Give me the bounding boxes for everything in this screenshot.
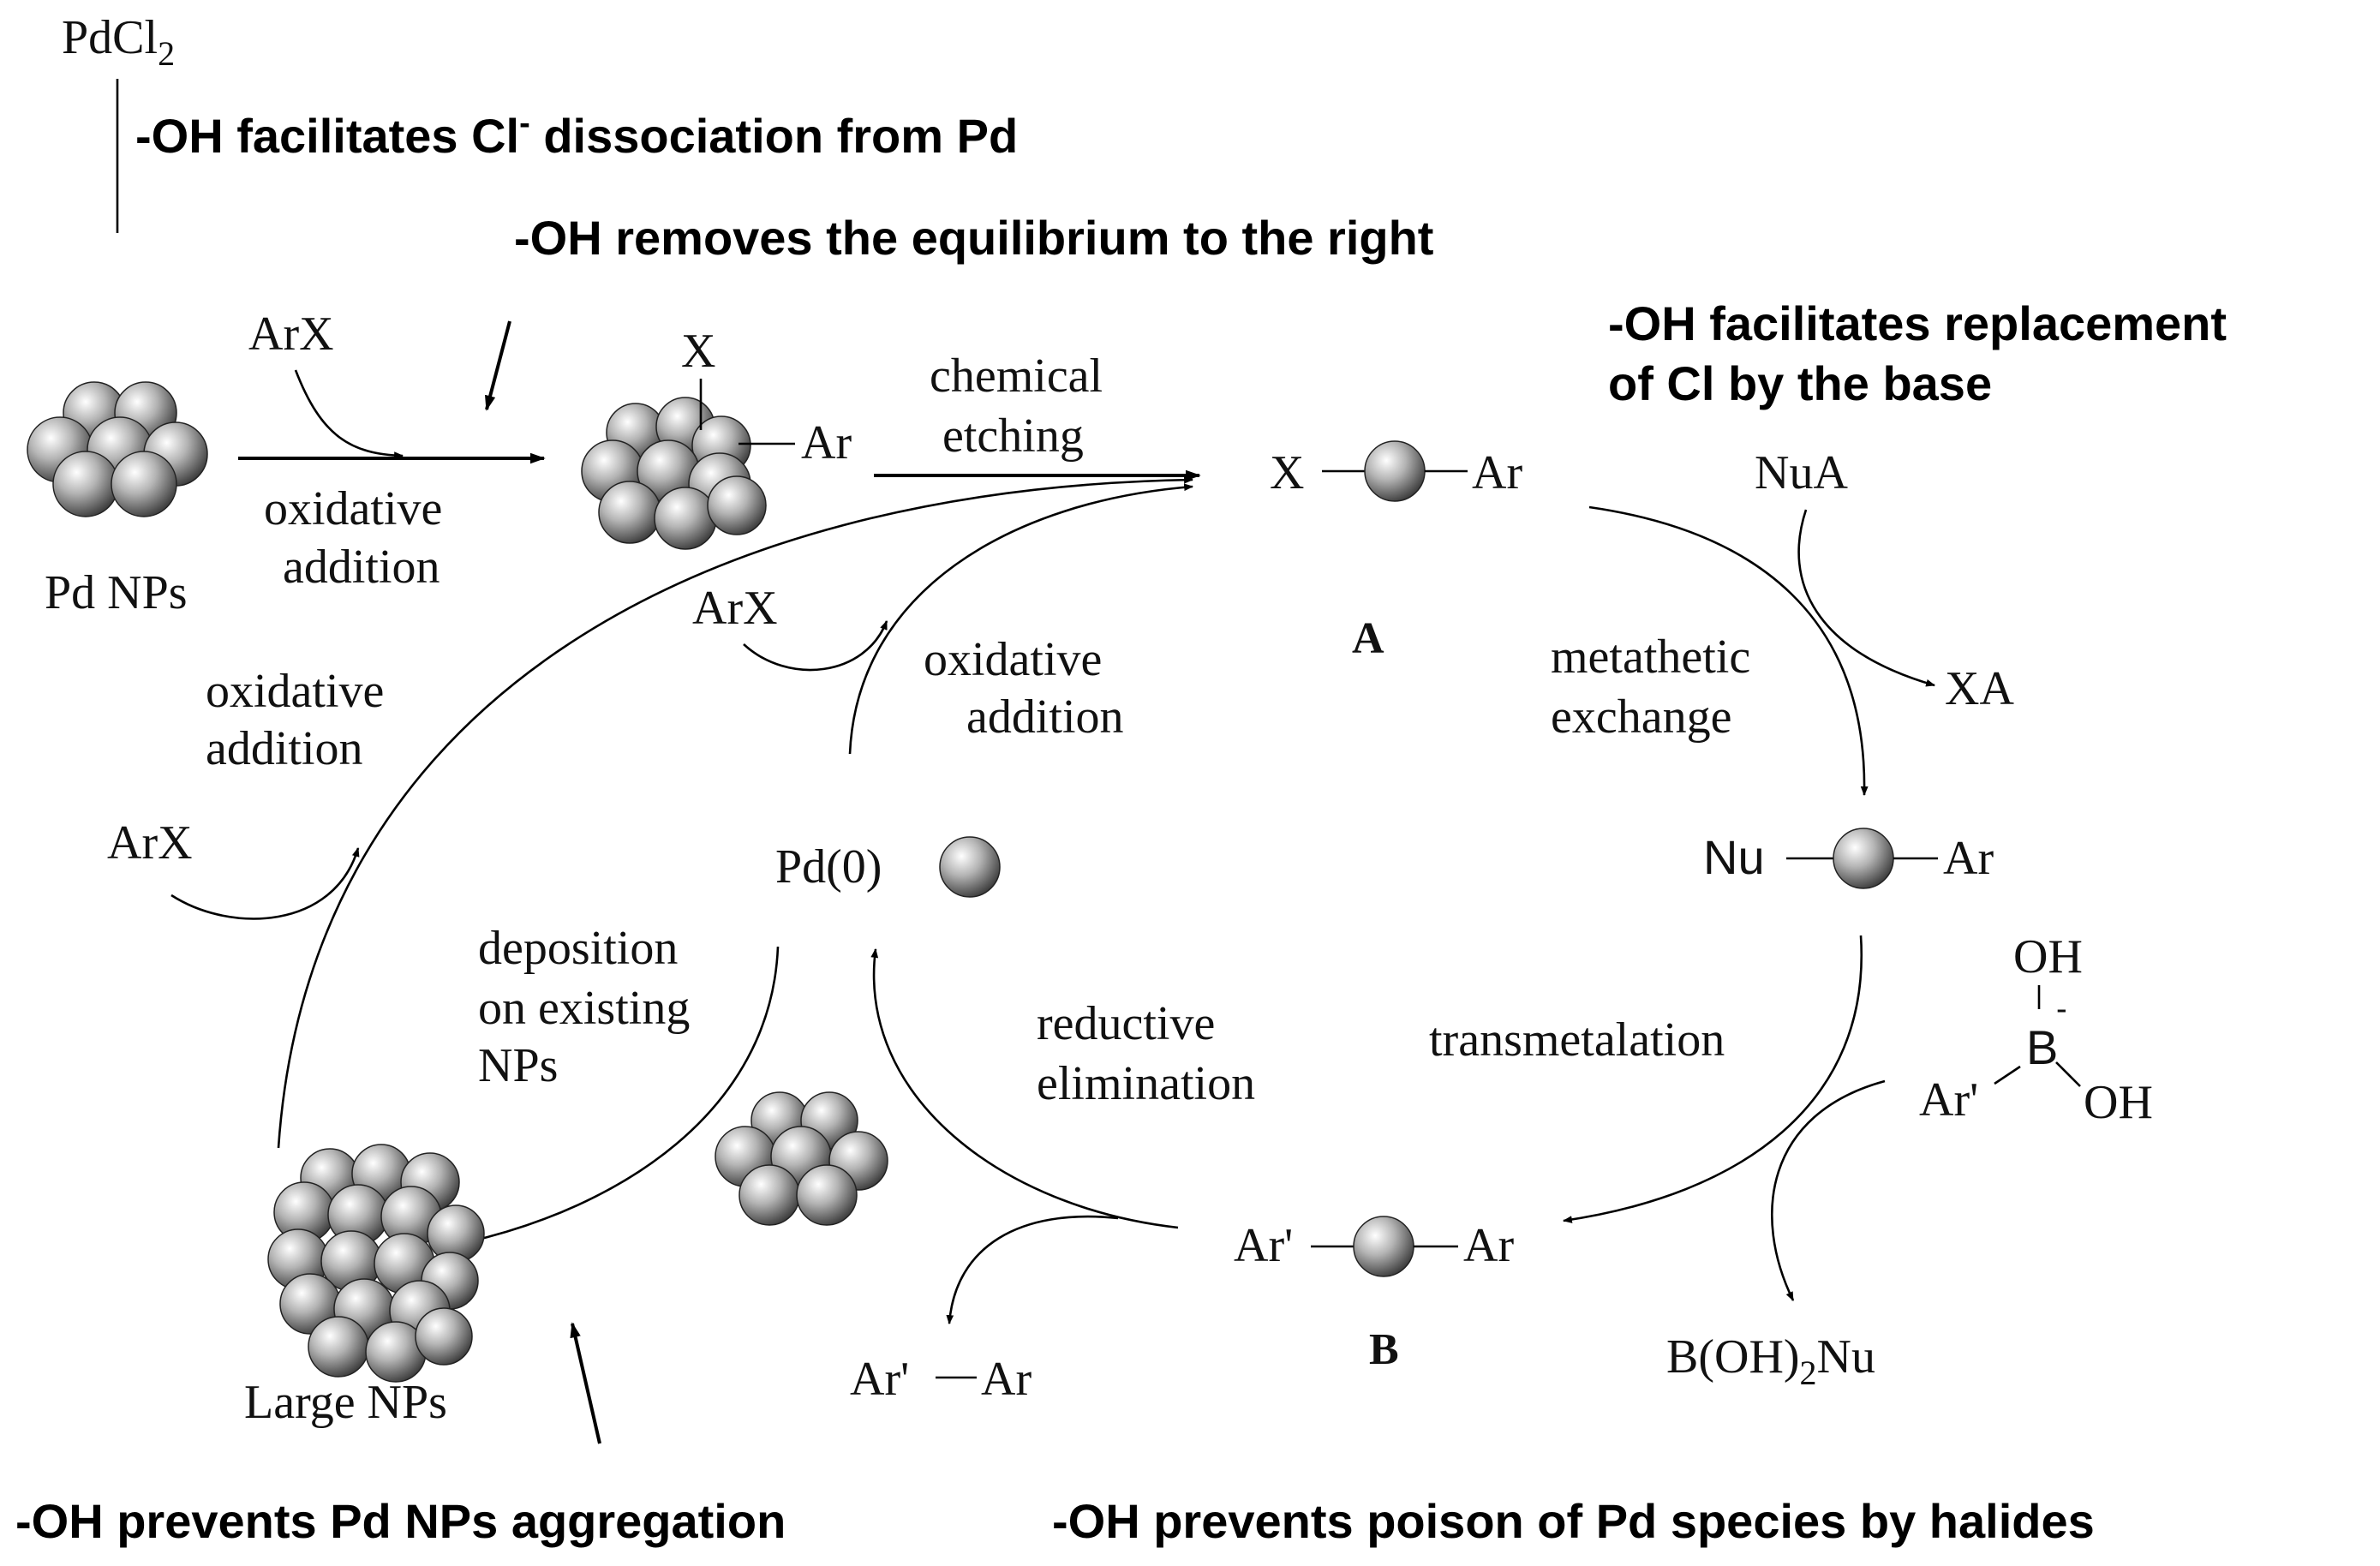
reductive-elimination-arrow bbox=[870, 947, 1179, 1229]
a-ar-label: Ar bbox=[1472, 446, 1522, 499]
step-etching: etching bbox=[942, 409, 1084, 463]
large-nps-label: Large NPs bbox=[244, 1376, 447, 1429]
label-a: A bbox=[1352, 614, 1384, 663]
small-np-cluster-icon bbox=[715, 1091, 888, 1226]
nu-ar-label: Ar bbox=[1943, 832, 1994, 885]
metathetic-exchange-arrow bbox=[1588, 505, 1869, 797]
arx-arrow-1 bbox=[294, 369, 404, 460]
pd0-atom-icon bbox=[939, 836, 1001, 898]
a-x-label: X bbox=[1270, 446, 1304, 499]
deposition-arrow bbox=[465, 946, 780, 1245]
pdcl2-label: PdCl2 bbox=[62, 11, 175, 73]
product-arprime: Ar' bbox=[850, 1353, 909, 1406]
step-exchange: exchange bbox=[1551, 690, 1731, 744]
boronic-oh-top: OH bbox=[2013, 930, 2083, 983]
step-addition-1: addition bbox=[283, 541, 440, 594]
pd-atom-nu-icon bbox=[1833, 828, 1894, 889]
pd0-label: Pd(0) bbox=[775, 840, 882, 894]
arx-reagent-1: ArX bbox=[248, 308, 334, 361]
b-arprime-label: Ar' bbox=[1234, 1219, 1293, 1272]
pd-cluster-surface-icon bbox=[581, 397, 767, 550]
step-oxidative-2: oxidative bbox=[924, 633, 1102, 686]
large-nps-cluster-icon bbox=[267, 1144, 485, 1383]
xa-product: XA bbox=[1945, 662, 2014, 715]
boronic-b: B bbox=[2026, 1020, 2058, 1074]
label-b: B bbox=[1369, 1325, 1399, 1374]
note-replacement-line1: -OH facilitates replacement bbox=[1608, 296, 2227, 350]
pd-nps-cluster-icon bbox=[27, 381, 208, 517]
nua-arrow bbox=[1797, 509, 1936, 687]
step-reductive: reductive bbox=[1037, 997, 1215, 1050]
step-nps: NPs bbox=[478, 1039, 558, 1092]
nua-reagent: NuA bbox=[1755, 446, 1848, 499]
equilibrium-pointer-arrow bbox=[485, 320, 511, 411]
boronic-arrow bbox=[1771, 1079, 1886, 1301]
note-aggregation: -OH prevents Pd NPs aggregation bbox=[15, 1494, 786, 1548]
step-oxidative-3: oxidative bbox=[206, 665, 384, 718]
product-ar: Ar bbox=[981, 1353, 1032, 1406]
oxidative-addition-arrow-outer bbox=[277, 475, 1194, 1149]
b-ar-label: Ar bbox=[1463, 1219, 1514, 1272]
step-deposition: deposition bbox=[478, 922, 678, 975]
step-metathetic: metathetic bbox=[1551, 631, 1750, 684]
pd-atom-a-icon bbox=[1364, 440, 1426, 502]
nu-label: Nu bbox=[1703, 830, 1765, 884]
boronic-ar-prime: Ar' bbox=[1919, 1073, 1978, 1127]
boronic-oh-right: OH bbox=[2084, 1076, 2153, 1129]
product-arrow bbox=[946, 1215, 1119, 1325]
boronic-oh-bond-right bbox=[2055, 1061, 2081, 1087]
boronic-ar-bond bbox=[1994, 1065, 2021, 1085]
note-poison: -OH prevents poison of Pd species by hal… bbox=[1052, 1494, 2095, 1548]
pd-atom-b-icon bbox=[1353, 1216, 1414, 1277]
surface-x-label: X bbox=[681, 325, 715, 378]
step-oxidative-1: oxidative bbox=[264, 482, 442, 535]
transmetalation-arrow bbox=[1562, 935, 1863, 1223]
arx-reagent-3: ArX bbox=[107, 816, 193, 870]
step-addition-3: addition bbox=[206, 722, 363, 775]
aggregation-pointer-arrow bbox=[570, 1322, 601, 1444]
oxidative-addition-arrow-inner bbox=[848, 483, 1194, 755]
pd-nps-label: Pd NPs bbox=[45, 566, 188, 619]
note-replacement-line2: of Cl by the base bbox=[1608, 356, 1992, 410]
note-equilibrium: -OH removes the equilibrium to the right bbox=[514, 211, 1433, 265]
step-on-existing: on existing bbox=[478, 982, 690, 1035]
arx-arrow-3 bbox=[170, 846, 360, 920]
step-chemical: chemical bbox=[930, 350, 1103, 403]
surface-ar-label: Ar bbox=[801, 416, 852, 469]
boh2nu-product: B(OH)2Nu bbox=[1666, 1330, 1875, 1392]
arx-arrow-2 bbox=[743, 619, 888, 672]
step-addition-2: addition bbox=[966, 690, 1124, 744]
note-cl-dissociation: -OH facilitates Cl- dissociation from Pd bbox=[135, 105, 1018, 163]
arx-reagent-2: ArX bbox=[692, 582, 778, 635]
step-transmetalation: transmetalation bbox=[1429, 1013, 1725, 1067]
step-elimination: elimination bbox=[1037, 1057, 1255, 1110]
boronic-charge: - bbox=[2056, 991, 2067, 1027]
